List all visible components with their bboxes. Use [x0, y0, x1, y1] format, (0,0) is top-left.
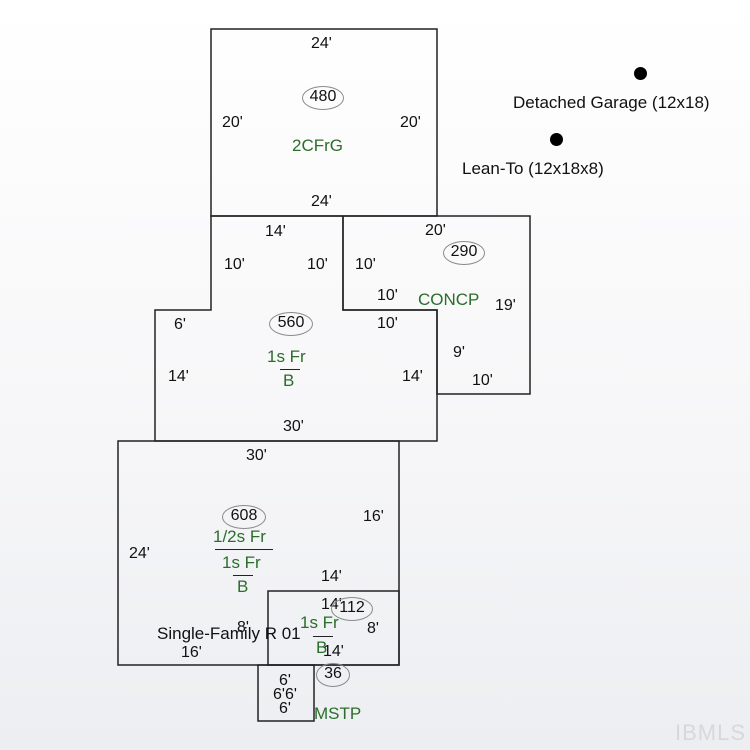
small-code-top: 1s Fr [300, 613, 339, 632]
small-dim-right: 8' [367, 620, 379, 637]
concp-area-badge: 290 [443, 241, 485, 265]
concp-dim-right: 19' [495, 297, 516, 314]
stoop-outline [257, 664, 315, 722]
lower-code-underline-1 [215, 549, 273, 550]
garage-dim-right: 20' [400, 114, 421, 131]
main-dim-notch: 6' [174, 316, 186, 333]
main-code-underline [280, 369, 300, 370]
garage-dim-bottom: 24' [311, 193, 332, 210]
concp-dim-top: 20' [425, 222, 446, 239]
main-dim-bottom: 30' [283, 418, 304, 435]
garage-dim-left: 20' [222, 114, 243, 131]
stoop-dim-top: 6' [279, 672, 291, 689]
main-code-bottom: B [283, 371, 295, 390]
property-caption: Single-Family R 01 [157, 624, 301, 643]
main-code-top: 1s Fr [267, 347, 306, 366]
small-dim-left: 8' [237, 619, 249, 636]
main-dim-top: 14' [265, 223, 286, 240]
stoop-code: MSTP [314, 704, 362, 723]
concp-code: CONCP [418, 290, 480, 309]
lower-dim-left: 24' [129, 545, 150, 562]
small-code-underline [313, 636, 333, 637]
legend-label-garage: Detached Garage (12x18) [513, 93, 710, 112]
watermark: IBMLS [674, 720, 746, 745]
concp-dim-left: 10' [355, 256, 376, 273]
lower-code-underline-2 [233, 575, 253, 576]
lower-dim-top: 30' [246, 447, 267, 464]
main-dim-left-upper: 10' [224, 256, 245, 273]
main-dim-left: 14' [168, 368, 189, 385]
main-dim-right: 14' [402, 368, 423, 385]
concp-dim-step: 9' [453, 344, 465, 361]
lower-code-3: B [237, 577, 249, 596]
stoop-area-badge: 36 [316, 663, 350, 687]
lower-code-2: 1s Fr [222, 553, 261, 572]
garage-code: 2CFrG [292, 136, 343, 155]
lower-area-badge: 608 [222, 505, 266, 529]
garage-area-badge: 480 [302, 86, 344, 110]
lower-dim-bottom: 16' [181, 644, 202, 661]
concp-dim-inner: 10' [377, 287, 398, 304]
small-code-bottom: B [316, 638, 328, 657]
main-area-badge: 560 [269, 312, 313, 336]
legend-marker-garage [634, 67, 647, 80]
legend-marker-lean-to [550, 133, 563, 146]
small-area-badge: 112 [331, 597, 373, 621]
main-dim-right-step: 10' [377, 315, 398, 332]
main-outline [154, 215, 438, 442]
lower-dim-inner: 14' [321, 568, 342, 585]
lower-code-1: 1/2s Fr [213, 527, 266, 546]
legend-label-lean-to: Lean-To (12x18x8) [462, 159, 604, 178]
main-dim-right-upper: 10' [307, 256, 328, 273]
concp-dim-bottom: 10' [472, 372, 493, 389]
stoop-dim-left: 6' [273, 686, 285, 703]
small-dim-bottom: 14' [323, 643, 344, 660]
garage-dim-top: 24' [311, 35, 332, 52]
stoop-dim-bottom: 6' [279, 700, 291, 717]
stoop-dim-right: 6' [285, 686, 297, 703]
lower-dim-right: 16' [363, 508, 384, 525]
